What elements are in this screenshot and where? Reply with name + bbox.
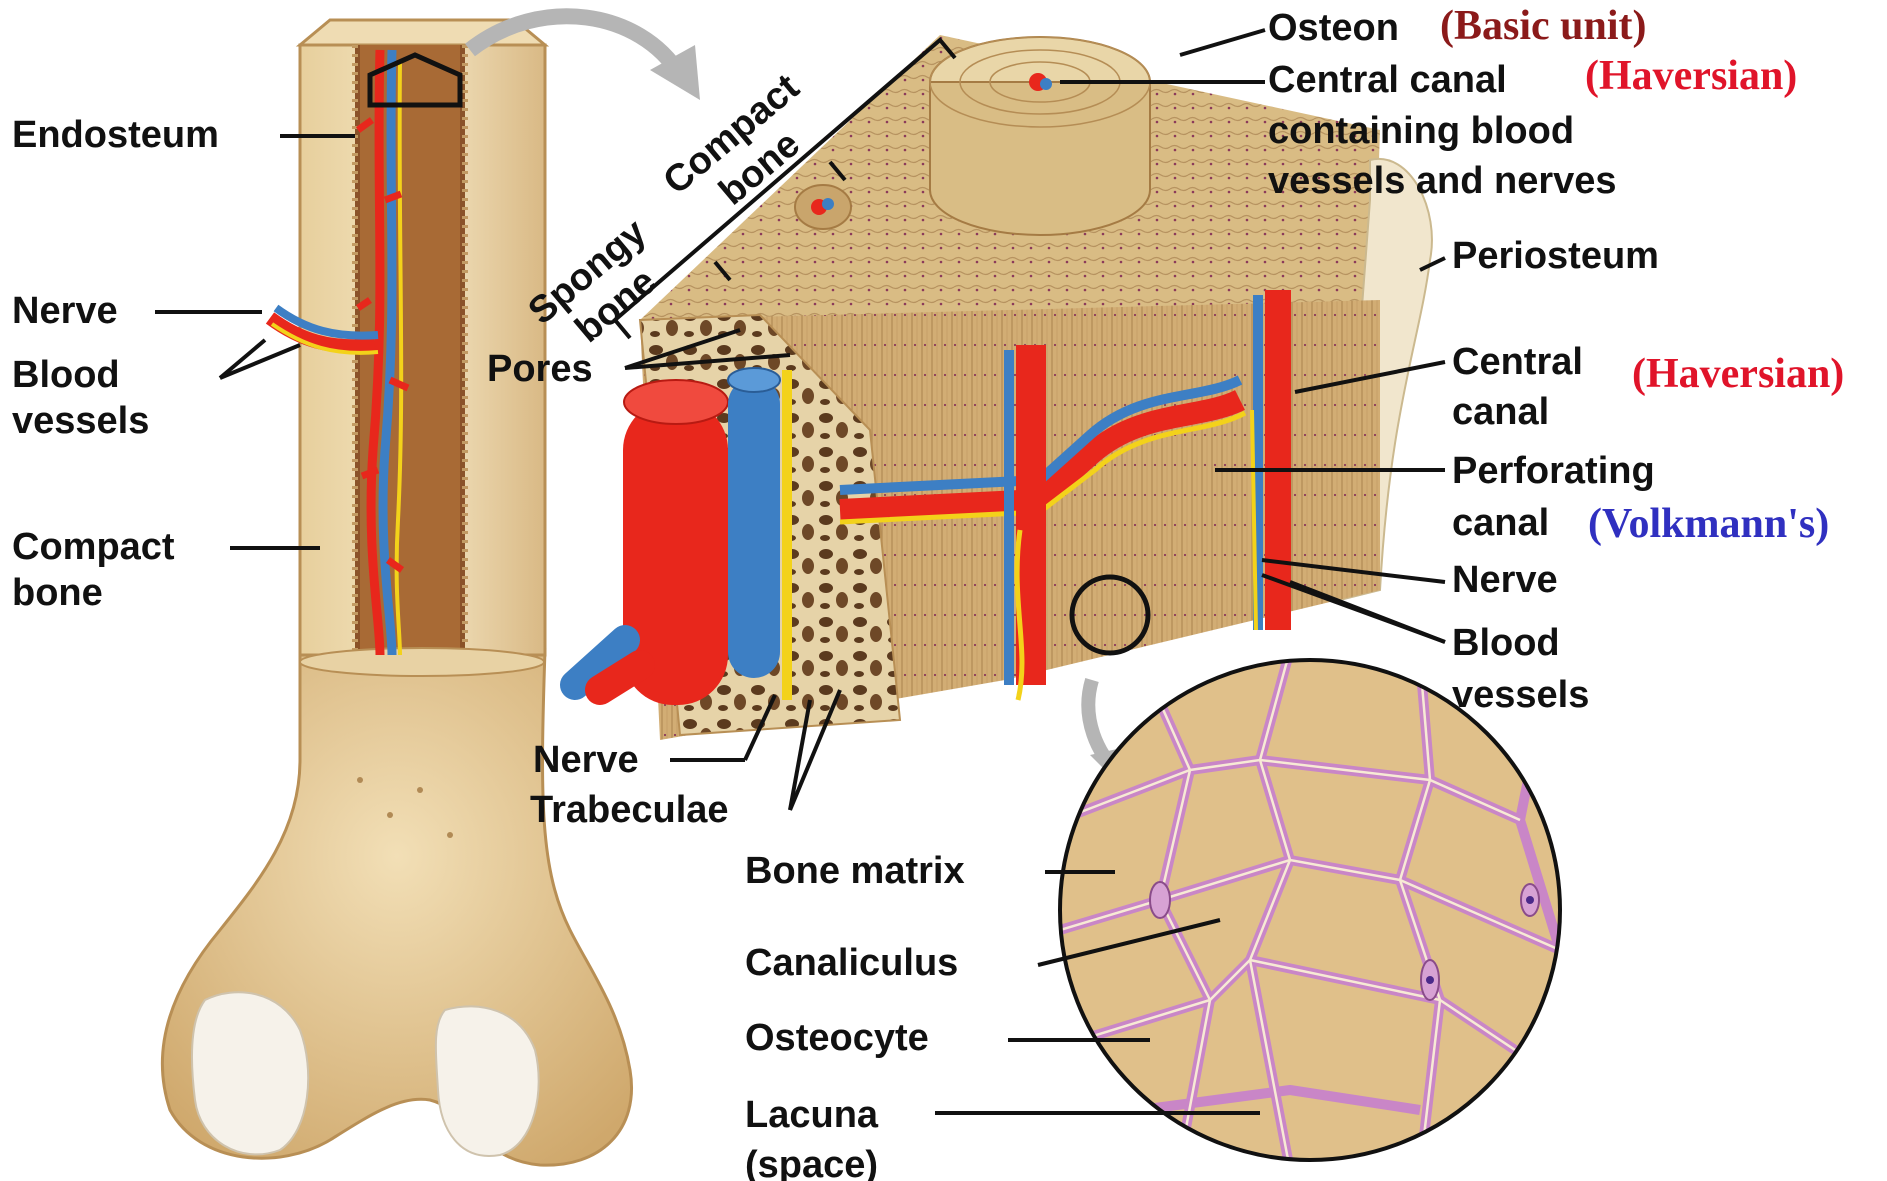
label-trabeculae: Trabeculae xyxy=(530,787,729,833)
annotation-haversian-mid: (Haversian) xyxy=(1632,350,1844,398)
label-nerve-right: Nerve xyxy=(1452,557,1558,603)
long-bone xyxy=(162,20,631,1165)
annotation-haversian-top: (Haversian) xyxy=(1585,52,1797,100)
label-pores: Pores xyxy=(487,346,593,392)
label-compact-bone-left: Compact bone xyxy=(12,524,175,616)
label-osteon: Osteon xyxy=(1268,5,1399,51)
label-central-canal-mid: Central canal xyxy=(1452,337,1583,437)
label-osteocyte: Osteocyte xyxy=(745,1015,929,1061)
label-nerve-left: Nerve xyxy=(12,288,118,334)
magnified-view xyxy=(1060,650,1560,1170)
label-periosteum: Periosteum xyxy=(1452,233,1659,279)
label-blood-vessels-left: Blood vessels xyxy=(12,352,149,444)
label-central-canal-desc: containing blood vessels and nerves xyxy=(1268,106,1617,206)
label-endosteum: Endosteum xyxy=(12,112,219,158)
label-blood-vessels-right: Blood vessels xyxy=(1452,617,1589,721)
label-lacuna: Lacuna (space) xyxy=(745,1090,878,1181)
annotation-volkmann: (Volkmann's) xyxy=(1588,500,1829,548)
label-bone-matrix: Bone matrix xyxy=(745,848,965,894)
annotation-basic-unit: (Basic unit) xyxy=(1440,2,1647,50)
label-nerve-bottom: Nerve xyxy=(533,737,639,783)
label-canaliculus: Canaliculus xyxy=(745,940,958,986)
label-central-canal-top: Central canal xyxy=(1268,57,1507,103)
